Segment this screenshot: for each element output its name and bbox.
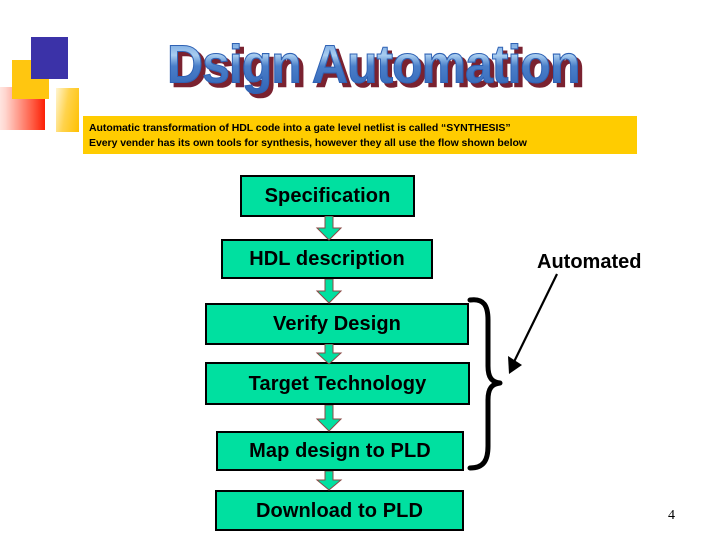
page-number: 4 bbox=[668, 508, 675, 523]
banner-line-2: Every vender has its own tools for synth… bbox=[89, 137, 527, 149]
title-art-face: Dsign Automation bbox=[167, 35, 579, 95]
intro-banner: Automatic transformation of HDL code int… bbox=[83, 116, 637, 154]
flow-box-label: Target Technology bbox=[248, 372, 427, 395]
down-arrow-icon bbox=[315, 344, 343, 365]
decorative-amber-gradient-square bbox=[56, 88, 79, 132]
flow-box-target-technology[interactable]: Target Technology bbox=[205, 362, 470, 405]
right-curly-brace-icon bbox=[466, 294, 508, 472]
flow-box-label: Verify Design bbox=[272, 313, 402, 335]
banner-line-1: Automatic transformation of HDL code int… bbox=[89, 122, 511, 134]
flow-box-download-to-pld[interactable]: Download to PLD bbox=[215, 490, 464, 531]
down-arrow-icon bbox=[315, 279, 343, 304]
down-arrow-icon bbox=[315, 216, 343, 241]
decorative-blue-square bbox=[31, 37, 68, 79]
down-arrow-icon bbox=[315, 471, 343, 491]
flow-box-map-design-to-pld[interactable]: Map design to PLD bbox=[216, 431, 464, 471]
page-title: Dsign Automation Dsign Automation bbox=[166, 34, 585, 100]
title-art-shadow: Dsign Automation bbox=[171, 39, 583, 99]
down-arrow-icon bbox=[315, 405, 343, 432]
flow-box-verify-design[interactable]: Verify Design bbox=[205, 303, 469, 345]
annotation-arrow-icon bbox=[495, 270, 565, 380]
flow-box-label: Specification bbox=[264, 185, 391, 207]
flow-box-label: Download to PLD bbox=[255, 499, 424, 522]
flow-box-label: Map design to PLD bbox=[249, 440, 431, 462]
flow-box-label: HDL description bbox=[249, 248, 405, 270]
flow-box-specification[interactable]: Specification bbox=[240, 175, 415, 217]
automated-label: Automated bbox=[537, 251, 642, 273]
flow-box-hdl-description[interactable]: HDL description bbox=[221, 239, 433, 279]
